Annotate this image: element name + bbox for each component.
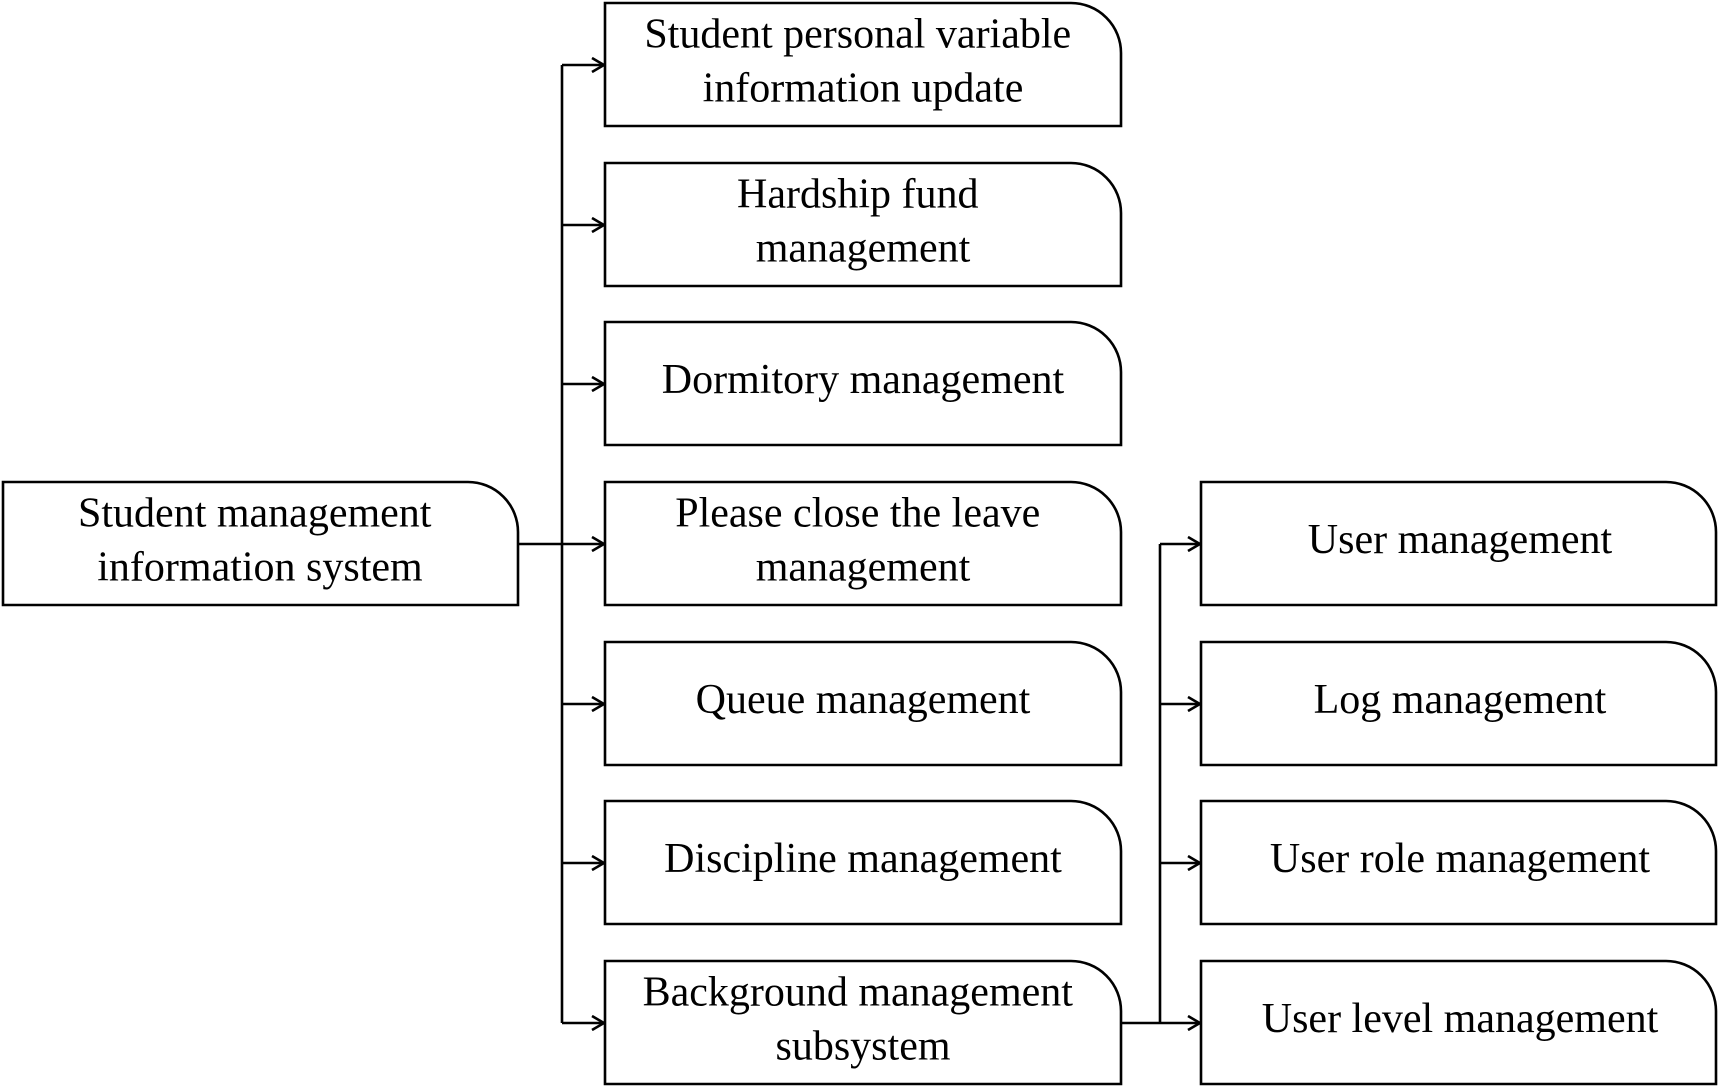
submodule-node-label: User management [1308,517,1613,563]
submodule-node-shape [1199,640,1718,767]
module-node-label: Dormitory management [662,357,1065,403]
submodule-node-shape [1199,959,1718,1086]
root-node-label: Student management information system [78,490,442,590]
module-node-hardship-fund: Hardship fund management [603,161,1123,288]
module-node-label-line: management [756,225,971,271]
submodule-node-shape [1199,480,1718,607]
module-node-shape [603,480,1123,607]
module-node-label-line: Background management [643,969,1074,1015]
module-node-label: Background management subsystem [643,969,1084,1069]
module-node-label-line: Student personal variable [644,11,1071,57]
module-node-shape [603,640,1123,767]
module-node-shape [603,959,1123,1086]
module-node-shape [603,1,1123,128]
submodule-node-user: User management [1199,480,1718,607]
root-node: Student management information system [1,480,520,607]
root-node-shape [1,480,520,607]
module-node-label-line: Hardship fund [737,171,978,217]
module-node-label-line: information update [703,65,1024,111]
module-node-discipline: Discipline management [603,799,1123,926]
module-node-queue: Queue management [603,640,1123,767]
module-node-label: Discipline management [664,836,1062,882]
submodule-node-user-level: User level management [1199,959,1718,1086]
root-node-label-line: Student management [78,490,432,536]
module-node-personal-info-update: Student personal variable information up… [603,1,1123,128]
module-node-leave: Please close the leave management [603,480,1123,607]
module-node-label: Please close the leave management [675,490,1051,590]
submodule-node-log: Log management [1199,640,1718,767]
module-node-dormitory: Dormitory management [603,320,1123,447]
submodule-node-shape [1199,799,1718,926]
submodule-node-label: User level management [1262,996,1659,1042]
submodule-node-label: User role management [1270,836,1651,882]
module-node-label-line: Please close the leave [675,490,1040,536]
module-node-label: Student personal variable information up… [644,11,1081,111]
module-node-background-subsystem: Background management subsystem [603,959,1123,1086]
module-node-label-line: management [756,544,971,590]
connectors [518,65,1200,1023]
submodule-node-user-role: User role management [1199,799,1718,926]
root-node-label-line: information system [97,544,423,590]
module-node-label: Hardship fund management [737,171,989,271]
module-node-shape [603,320,1123,447]
module-node-shape [603,799,1123,926]
module-node-label-line: subsystem [775,1023,950,1069]
module-node-shape [603,161,1123,288]
module-node-label: Queue management [696,677,1031,723]
submodule-node-label: Log management [1314,677,1607,723]
